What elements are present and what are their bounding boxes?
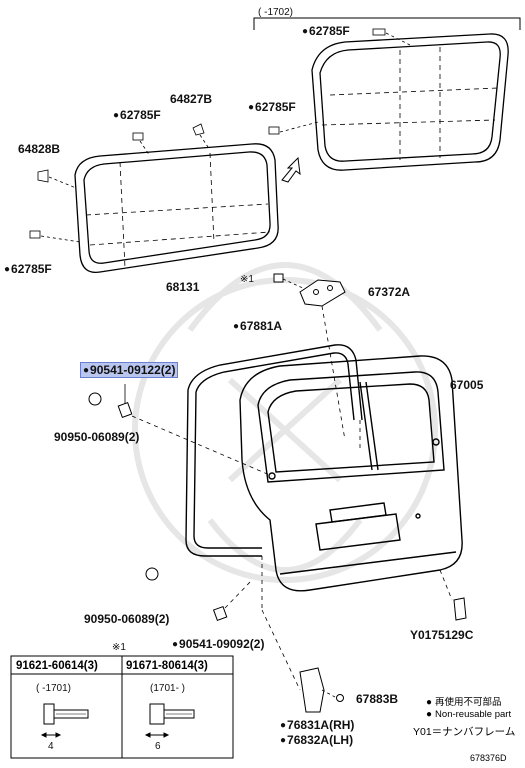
top-range-label: ( -1702) — [258, 7, 294, 18]
top-range-bracket — [253, 17, 521, 30]
part-label-90541-09092[interactable]: 90541-09092(2) — [172, 637, 264, 653]
part-label-62785F-bottom-left[interactable]: 62785F — [4, 262, 52, 278]
part-label-90950-06089-a[interactable]: 90950-06089(2) — [54, 430, 140, 444]
part-label-62785F-mid-left[interactable]: 62785F — [113, 108, 161, 124]
plug-Y0175129C — [453, 597, 467, 621]
part-label-68131[interactable]: 68131 — [166, 280, 200, 294]
clip-62785F-mid-right — [268, 121, 319, 135]
part-label-67372A[interactable]: 67372A — [368, 285, 411, 299]
part-label-64827B[interactable]: 64827B — [170, 92, 213, 106]
legend-en-nonreusable: ●Non-reusable part — [426, 709, 512, 720]
table-note-mark: ※1 — [112, 642, 126, 653]
washer-90950-06089-a — [88, 392, 102, 406]
fastener-table — [10, 655, 234, 759]
table-dim-col1: 4 — [48, 741, 54, 752]
clip-62785F-top — [372, 28, 411, 46]
part-label-67883B[interactable]: 67883B — [356, 692, 399, 706]
part-label-67881A[interactable]: 67881A — [233, 319, 282, 335]
note-mark-1: ※1 — [240, 274, 254, 285]
diagram-code: 678376D — [470, 753, 507, 763]
bolt-90541-09092 — [212, 579, 253, 621]
part-label-64828B[interactable]: 64828B — [18, 142, 61, 156]
back-door-67005 — [239, 355, 463, 592]
glass-68131 — [74, 143, 279, 274]
legend-jp-nonreusable: ●再使用不可部品 — [426, 697, 502, 708]
hinge-67372A — [273, 273, 346, 441]
bracket-76831A — [299, 667, 344, 713]
table-header-col2[interactable]: 91671-80614(3) — [126, 660, 208, 672]
bolt-icon-col1 — [40, 703, 89, 738]
clip-64827B — [192, 123, 211, 151]
clip-62785F-mid-left — [132, 132, 151, 157]
weatherstrip-67881A — [185, 344, 363, 557]
part-label-76832A[interactable]: 76832A(LH) — [280, 733, 353, 749]
legend-y01-note: Y01＝ナンバフレーム — [413, 726, 516, 738]
bolt-icon-col2 — [144, 703, 195, 738]
part-label-76831A[interactable]: 76831A(RH) — [280, 718, 354, 734]
watermark-logo — [132, 262, 438, 583]
selected-part-highlight[interactable]: 90541-09122(2) — [80, 362, 179, 378]
washer-90950-06089-b — [145, 567, 159, 581]
part-label-90541-09122[interactable]: 90541-09122(2) — [80, 362, 179, 379]
glass-top-right — [311, 33, 509, 171]
part-label-90950-06089-b[interactable]: 90950-06089(2) — [84, 612, 170, 626]
filled-circle-icon: ● — [426, 709, 433, 720]
clip-62785F-bottom-left — [29, 230, 81, 243]
bolt-90541-09122 — [117, 384, 273, 477]
table-header-col1[interactable]: 91621-60614(3) — [16, 660, 98, 672]
part-label-Y0175129C[interactable]: Y0175129C — [410, 628, 474, 642]
leader-lines — [261, 420, 453, 691]
clip-64828B — [37, 169, 77, 189]
table-range-col1: ( -1701) — [36, 683, 72, 694]
direction-arrow-icon — [281, 156, 301, 183]
table-dim-col2: 6 — [155, 741, 161, 752]
filled-circle-icon: ● — [426, 697, 433, 708]
table-range-col2: (1701- ) — [150, 683, 186, 694]
part-label-67005[interactable]: 67005 — [450, 378, 484, 392]
part-label-62785F-top[interactable]: 62785F — [302, 24, 350, 40]
part-label-62785F-mid-right[interactable]: 62785F — [248, 100, 296, 116]
